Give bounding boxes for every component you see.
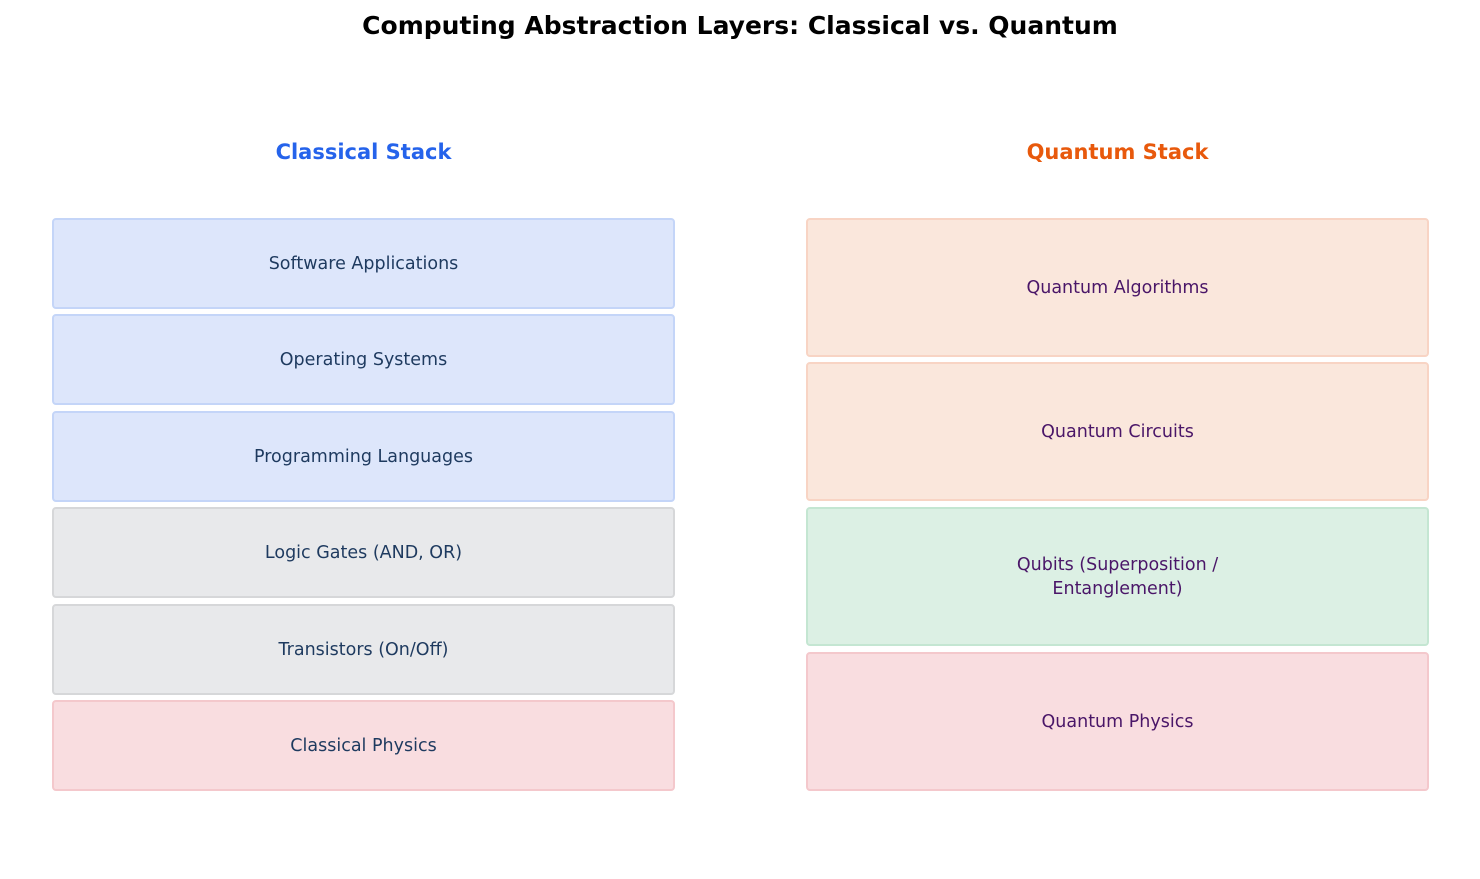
classical-layer-software-applications: Software Applications xyxy=(52,218,675,309)
layer-label: Software Applications xyxy=(268,253,459,274)
layer-label: Transistors (On/Off) xyxy=(278,639,449,660)
layer-label: Classical Physics xyxy=(290,735,437,756)
quantum-layer-qubits: Qubits (Superposition / Entanglement) xyxy=(806,507,1429,646)
layer-label: Logic Gates (AND, OR) xyxy=(264,542,463,563)
layer-label: Quantum Algorithms xyxy=(1026,277,1209,298)
classical-layer-classical-physics: Classical Physics xyxy=(52,700,675,791)
layer-label: Programming Languages xyxy=(254,446,473,467)
quantum-stack-heading: Quantum Stack xyxy=(1026,140,1209,164)
page-title: Computing Abstraction Layers: Classical … xyxy=(362,11,1118,40)
classical-layer-operating-systems: Operating Systems xyxy=(52,314,675,405)
quantum-layer-quantum-physics: Quantum Physics xyxy=(806,652,1429,791)
layer-label: Quantum Physics xyxy=(1041,711,1194,732)
layer-label: Operating Systems xyxy=(279,349,448,370)
quantum-layer-quantum-algorithms: Quantum Algorithms xyxy=(806,218,1429,357)
classical-layer-programming-languages: Programming Languages xyxy=(52,411,675,502)
layer-label: Qubits (Superposition / Entanglement) xyxy=(1016,554,1219,599)
quantum-layer-quantum-circuits: Quantum Circuits xyxy=(806,362,1429,501)
classical-layer-transistors: Transistors (On/Off) xyxy=(52,604,675,695)
layer-label: Quantum Circuits xyxy=(1041,421,1194,442)
classical-stack-heading: Classical Stack xyxy=(275,140,452,164)
classical-layer-logic-gates: Logic Gates (AND, OR) xyxy=(52,507,675,598)
